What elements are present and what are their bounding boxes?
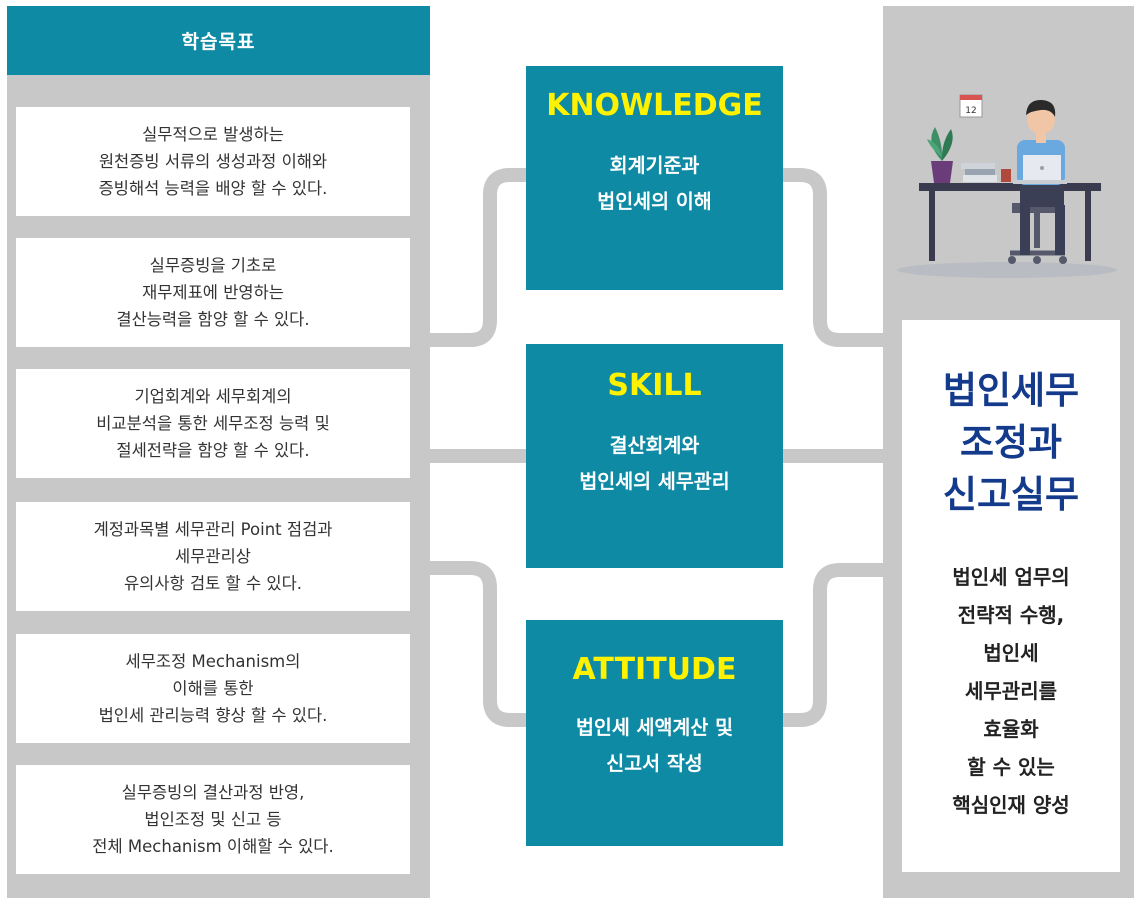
goal-line: 세무관리상 (175, 547, 251, 566)
knowledge-title: KNOWLEDGE (546, 88, 763, 123)
course-desc-line: 핵심인재 양성 (952, 793, 1070, 817)
attitude-box: ATTITUDE 법인세 세액계산 및 신고서 작성 (526, 620, 783, 846)
attitude-desc-line: 법인세 세액계산 및 (575, 716, 734, 739)
attitude-title: ATTITUDE (572, 652, 737, 687)
office-worker-illustration: 12 (897, 94, 1117, 278)
goal-item-5: 세무조정 Mechanism의 이해를 통한 법인세 관리능력 향상 할 수 있… (16, 634, 410, 743)
skill-desc-line: 법인세의 세무관리 (579, 470, 730, 493)
books-icon (961, 163, 997, 182)
course-desc-line: 세무관리를 (965, 679, 1057, 703)
course-title: 법인세무 조정과 신고실무 (902, 365, 1120, 521)
skill-desc-line: 결산회계와 (609, 434, 700, 457)
connector-attitude-right (783, 563, 884, 727)
laptop-icon (1013, 155, 1067, 184)
knowledge-box: KNOWLEDGE 회계기준과 법인세의 이해 (526, 66, 783, 290)
goal-item-3: 기업회계와 세무회계의 비교분석을 통한 세무조정 능력 및 절세전략을 함양 … (16, 369, 410, 478)
course-desc-line: 전략적 수행, (957, 603, 1065, 627)
goal-line: 전체 Mechanism 이해할 수 있다. (92, 837, 334, 856)
goal-line: 이해를 통한 (172, 679, 254, 698)
coffee-cup-icon (1001, 169, 1011, 182)
goal-line: 재무제표에 반영하는 (142, 283, 284, 302)
goal-line: 실무증빙의 결산과정 반영, (121, 783, 305, 802)
connector-knowledge-right (783, 168, 884, 347)
connector-left-knowledge (430, 168, 527, 347)
knowledge-desc-line: 법인세의 이해 (597, 190, 712, 213)
goal-line: 세무조정 Mechanism의 (125, 652, 301, 671)
course-desc-line: 법인세 업무의 (952, 565, 1070, 589)
goal-line: 증빙해석 능력을 배양 할 수 있다. (98, 179, 328, 198)
course-desc-line: 효율화 (983, 717, 1039, 741)
attitude-desc-line: 신고서 작성 (606, 752, 703, 775)
plant-icon (927, 127, 953, 183)
knowledge-desc-line: 회계기준과 (609, 154, 700, 177)
course-title-line: 조정과 (959, 421, 1063, 464)
connector-left-attitude (430, 561, 527, 727)
calendar-day: 12 (965, 106, 976, 116)
goal-line: 유의사항 검토 할 수 있다. (123, 574, 303, 593)
goal-item-2: 실무증빙을 기초로 재무제표에 반영하는 결산능력을 함양 할 수 있다. (16, 238, 410, 347)
goal-item-4: 계정과목별 세무관리 Point 점검과 세무관리상 유의사항 검토 할 수 있… (16, 502, 410, 611)
course-desc-line: 할 수 있는 (967, 755, 1055, 779)
goal-line: 기업회계와 세무회계의 (134, 387, 292, 406)
goal-line: 법인세 관리능력 향상 할 수 있다. (98, 706, 328, 725)
skill-title: SKILL (607, 368, 702, 403)
course-description: 법인세 업무의 전략적 수행, 법인세 세무관리를 효율화 할 수 있는 핵심인… (902, 558, 1120, 824)
goal-line: 계정과목별 세무관리 Point 점검과 (93, 520, 333, 539)
goal-item-1: 실무적으로 발생하는 원천증빙 서류의 생성과정 이해와 증빙해석 능력을 배양… (16, 107, 410, 216)
goal-item-6: 실무증빙의 결산과정 반영, 법인조정 및 신고 등 전체 Mechanism … (16, 765, 410, 874)
learning-goals-header: 학습목표 (7, 6, 430, 75)
course-title-line: 신고실무 (942, 473, 1080, 516)
course-title-line: 법인세무 (942, 369, 1080, 412)
goal-line: 결산능력을 함양 할 수 있다. (116, 310, 310, 329)
calendar-icon: 12 (959, 94, 983, 118)
skill-box: SKILL 결산회계와 법인세의 세무관리 (526, 344, 783, 568)
goal-line: 실무적으로 발생하는 (142, 125, 284, 144)
goal-line: 원천증빙 서류의 생성과정 이해와 (98, 152, 328, 171)
goal-line: 비교분석을 통한 세무조정 능력 및 (96, 414, 330, 433)
course-desc-line: 법인세 (983, 641, 1039, 665)
goal-line: 법인조정 및 신고 등 (144, 810, 282, 829)
course-card: 법인세무 조정과 신고실무 법인세 업무의 전략적 수행, 법인세 세무관리를 … (902, 320, 1120, 872)
goal-line: 실무증빙을 기초로 (149, 256, 277, 275)
goal-line: 절세전략을 함양 할 수 있다. (116, 441, 310, 460)
